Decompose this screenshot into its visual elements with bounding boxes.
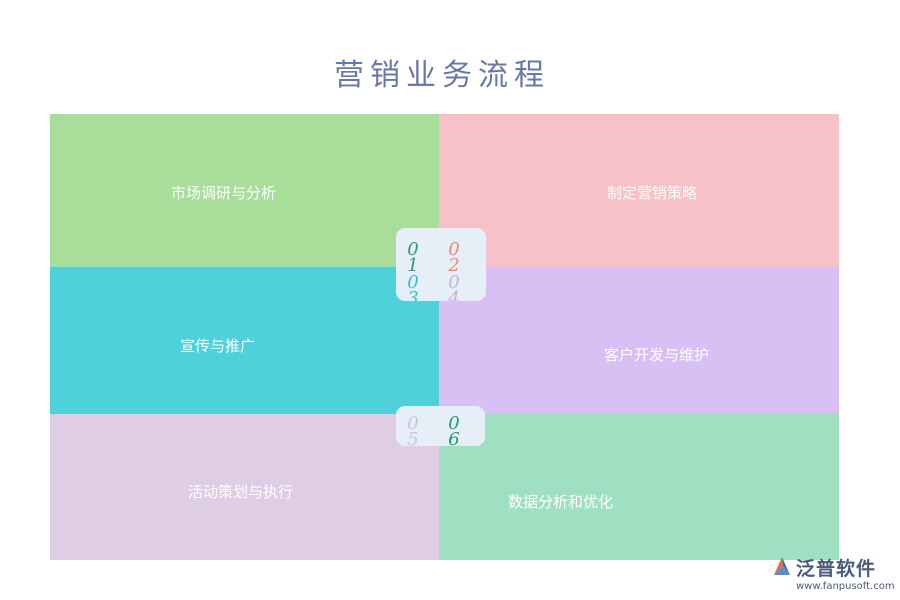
brand-mark-icon <box>774 557 790 575</box>
step-cell-data-analysis: 数据分析和优化 <box>439 414 839 560</box>
step-number-02: 02 <box>448 239 460 276</box>
step-label: 活动策划与执行 <box>188 483 294 501</box>
step-number-03: 03 <box>407 272 419 302</box>
brand-logo: 泛普软件 www.fanpusoft.com <box>770 554 895 598</box>
step-cell-event-planning: 活动策划与执行 <box>50 414 439 560</box>
step-label: 数据分析和优化 <box>508 493 614 511</box>
brand-name: 泛普软件 <box>796 558 877 580</box>
step-cell-market-research: 市场调研与分析 <box>50 114 439 267</box>
step-number-badge-top: 01 02 03 04 <box>396 228 486 301</box>
step-cell-promotion: 宣传与推广 <box>50 267 439 414</box>
diagram-title: 营销业务流程 <box>334 58 550 93</box>
step-cell-marketing-strategy: 制定营销策略 <box>439 114 839 267</box>
step-number-04: 04 <box>448 272 460 302</box>
step-label: 客户开发与维护 <box>604 346 710 364</box>
step-number-01: 01 <box>407 239 419 276</box>
step-label: 市场调研与分析 <box>171 184 277 202</box>
step-number-06: 06 <box>448 413 460 447</box>
brand-url: www.fanpusoft.com <box>796 581 895 592</box>
step-number-05: 05 <box>407 413 419 447</box>
step-cell-customer-development: 客户开发与维护 <box>439 267 839 414</box>
step-label: 宣传与推广 <box>180 337 256 355</box>
step-label: 制定营销策略 <box>607 184 698 202</box>
step-number-badge-bottom: 05 06 <box>396 406 485 446</box>
